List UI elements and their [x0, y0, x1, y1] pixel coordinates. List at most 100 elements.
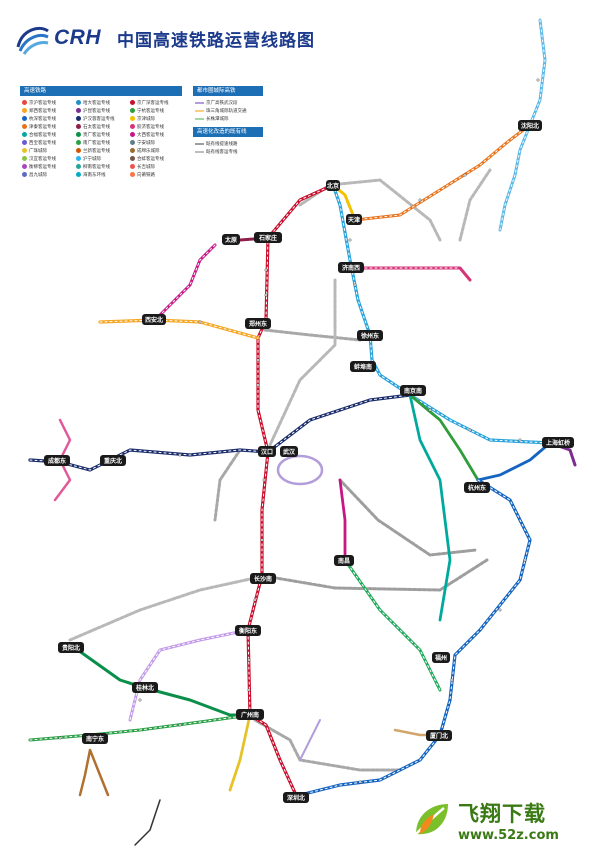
hub-zhengzhou[interactable]: 郑州东	[245, 318, 271, 329]
legend-label: 长株潭城际	[206, 116, 229, 122]
legend-swatch	[22, 116, 27, 121]
hub-label: 西安北	[145, 316, 163, 324]
hub-xuzhou[interactable]: 徐州东	[357, 330, 383, 341]
legend-label: 既有线客运专线	[206, 149, 238, 155]
legend-item: 杭深客运专线	[22, 115, 72, 122]
legend-item: 京津城际	[130, 115, 180, 122]
legend-swatch	[22, 156, 27, 161]
hub-stations: 北京 天津 沈阳北 太原 石家庄 济南西 郑州东 西安北 徐州东 蚌埠南 南京南…	[44, 120, 574, 803]
hub-nanning[interactable]: 南宁东	[82, 733, 108, 744]
legend-label: 石太客运专线	[83, 124, 110, 130]
hub-shenzhen[interactable]: 深圳北	[283, 792, 309, 803]
line-hangshen	[298, 478, 532, 797]
legend-swatch	[22, 172, 27, 177]
hub-guilin[interactable]: 桂林北	[132, 682, 158, 693]
hub-nanchang[interactable]: 南昌	[334, 555, 354, 566]
legend-high-speed: 高速铁路 京沪客运专线哈大客运专线京广深客运专线郑西客运专线沪昆客运专线宁杭客运…	[20, 86, 182, 181]
legend-item: 成绵乐城际	[130, 147, 180, 154]
legend-swatch	[130, 132, 135, 137]
legend-item: 沪昆客运专线	[76, 107, 126, 114]
legend-list: 京广高铁武汉段珠三角城际轨道交通长株潭城际	[193, 96, 263, 125]
hub-label: 沈阳北	[521, 122, 539, 130]
legend-label: 沪汉蓉客运专线	[83, 116, 115, 122]
hub-taiyuan[interactable]: 太原	[222, 234, 240, 245]
legend-label: 沪宁城际	[83, 156, 101, 162]
hub-beijing[interactable]: 北京	[326, 180, 340, 191]
hub-changsha[interactable]: 长沙南	[250, 573, 276, 584]
site-watermark: 飞翔下载 www.52z.com	[412, 797, 590, 843]
hub-hangzhou[interactable]: 杭州东	[464, 482, 490, 493]
legend-item: 郑西客运专线	[22, 107, 72, 114]
hub-wuhan[interactable]: 武汉	[280, 446, 298, 457]
legend-item: 沪宁城际	[76, 155, 126, 162]
legend-list: 京沪客运专线哈大客运专线京广深客运专线郑西客运专线沪昆客运专线宁杭客运专线杭深客…	[20, 96, 182, 181]
legend-label: 贵广客运专线	[83, 132, 110, 138]
hub-jinan[interactable]: 济南西	[338, 262, 364, 273]
hub-label: 重庆北	[104, 457, 122, 465]
legend-label: 京津城际	[137, 116, 155, 122]
hub-shanghai[interactable]: 上海虹桥	[542, 437, 574, 448]
legend-label: 合蚌客运专线	[137, 156, 164, 162]
legend-swatch	[22, 164, 27, 169]
legend-swatch	[76, 132, 81, 137]
legend-label: 大西客运专线	[137, 132, 164, 138]
legend-label: 合福客运专线	[29, 132, 56, 138]
legend-item: 南广客运专线	[76, 139, 126, 146]
legend-item: 衡柳客运专线	[22, 163, 72, 170]
legend-swatch	[76, 140, 81, 145]
hub-chengdu[interactable]: 成都东	[44, 455, 70, 466]
legend-item: 汉宜客运专线	[22, 155, 72, 162]
legend-item: 宁杭客运专线	[130, 107, 180, 114]
hub-fuzhou[interactable]: 福州	[432, 652, 450, 663]
legend-swatch	[76, 156, 81, 161]
hub-tianjin[interactable]: 天津	[346, 214, 362, 225]
hub-guangzhou[interactable]: 广州南	[236, 709, 264, 720]
hub-guiyang[interactable]: 贵阳北	[58, 642, 84, 653]
hub-label: 广州南	[241, 711, 259, 719]
line-jinghu	[331, 183, 552, 445]
legend-swatch	[22, 148, 27, 153]
legend-label: 津秦客运专线	[29, 124, 56, 130]
legend-swatch	[195, 109, 204, 112]
hub-label: 衡阳东	[239, 627, 257, 635]
hub-bengbu[interactable]: 蚌埠南	[350, 361, 376, 372]
legend-item: 石太客运专线	[76, 123, 126, 130]
hub-label: 汉口	[261, 448, 273, 456]
legend-label: 长吉城际	[137, 164, 155, 170]
hub-chongqing[interactable]: 重庆北	[100, 455, 126, 466]
line-zhengxi	[98, 318, 260, 340]
hub-label: 北京	[327, 182, 339, 190]
hub-shenyang[interactable]: 沈阳北	[518, 120, 542, 131]
legend-label: 汉宜客运专线	[29, 156, 56, 162]
legend-item: 珠三角城际轨道交通	[195, 107, 261, 114]
legend-swatch	[22, 132, 27, 137]
hub-label: 郑州东	[249, 320, 267, 328]
hub-label: 南昌	[338, 557, 350, 565]
legend-label: 海南东环线	[83, 172, 106, 178]
legend-label: 京广高铁武汉段	[206, 100, 238, 106]
legend-conventional: 高速化改造的既有线 既有线提速线路既有线客运专线	[193, 127, 263, 158]
hub-nanjing[interactable]: 南京南	[400, 385, 426, 396]
hub-shijiazhuang[interactable]: 石家庄	[254, 232, 282, 243]
legend-swatch	[22, 124, 27, 129]
hub-hengyang[interactable]: 衡阳东	[235, 625, 261, 636]
legend-list: 既有线提速线路既有线客运专线	[193, 137, 263, 158]
hub-label: 徐州东	[360, 332, 379, 340]
legend-item: 京广深客运专线	[130, 99, 180, 106]
hub-label: 贵阳北	[62, 644, 80, 652]
hub-label: 厦门北	[430, 732, 448, 740]
legend-label: 京广深客运专线	[137, 100, 169, 106]
hub-label: 蚌埠南	[354, 363, 372, 371]
legend-label: 杭深客运专线	[29, 116, 56, 122]
hub-xian[interactable]: 西安北	[142, 314, 166, 325]
map-header: CRH 中国高速铁路运营线路图	[14, 18, 315, 58]
legend-item: 津秦客运专线	[22, 123, 72, 130]
legend-item: 沪汉蓉客运专线	[76, 115, 126, 122]
hub-xiamen[interactable]: 厦门北	[426, 730, 452, 741]
hub-hankou[interactable]: 汉口	[258, 446, 276, 457]
legend-swatch	[130, 172, 135, 177]
legend-label: 宁杭客运专线	[137, 108, 164, 114]
legend-label: 珠三角城际轨道交通	[206, 108, 247, 114]
legend-item: 西宝客运专线	[22, 139, 72, 146]
